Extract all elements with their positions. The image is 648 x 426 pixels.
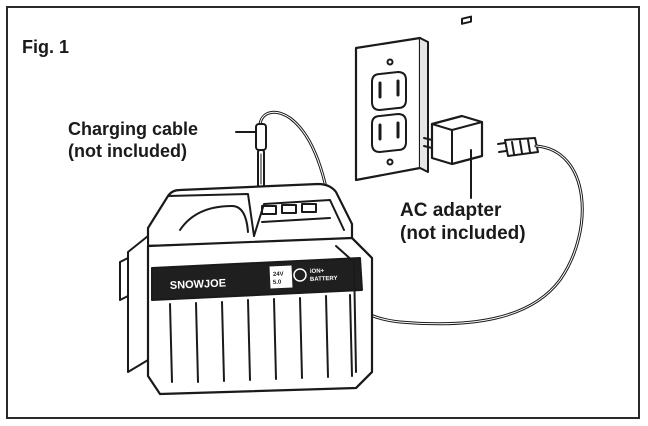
charging-cable-label-line1: Charging cable <box>68 119 199 139</box>
charging-cable-label: Charging cable (not included) <box>68 119 198 162</box>
ac-adapter-label-line2: (not included) <box>400 222 526 244</box>
battery-badge-text-2: 5.0 <box>273 280 282 286</box>
battery-brand-text: SNOWJOE <box>170 277 227 292</box>
battery-type-text: iON+ <box>310 268 325 275</box>
ac-adapter-label-line1: AC adapter <box>400 200 502 221</box>
battery-type-text-2: BATTERY <box>310 276 338 283</box>
usb-plug <box>497 137 539 157</box>
usb-c-connector <box>255 123 267 189</box>
charging-cable-label-line2: (not included) <box>68 140 187 161</box>
battery-badge <box>269 265 293 289</box>
battery-badge-text: 24V <box>273 272 284 278</box>
figure-label: Fig. 1 <box>22 37 70 57</box>
charging-cable <box>258 110 584 326</box>
ac-adapter-label: AC adapter (not included) <box>400 200 526 246</box>
battery-pack <box>119 182 374 396</box>
wall-outlet <box>354 36 429 182</box>
ac-adapter-cube <box>423 15 484 166</box>
battery-logo-icon <box>293 268 307 282</box>
